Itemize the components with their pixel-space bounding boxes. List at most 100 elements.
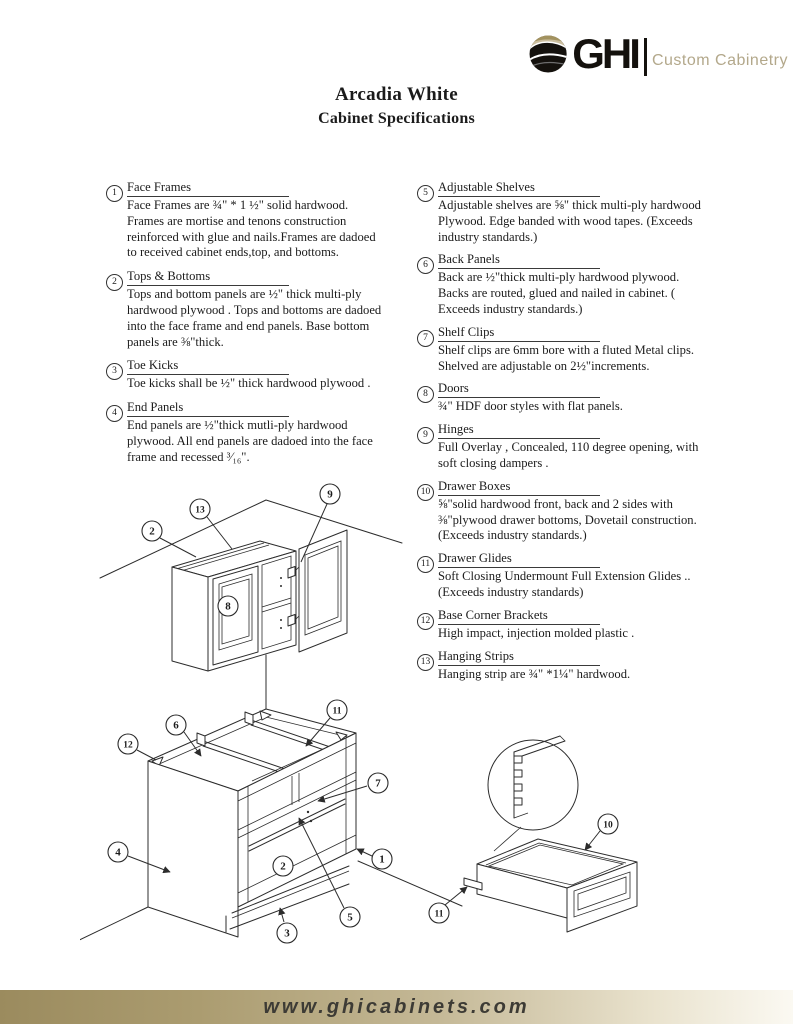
spec-body: Adjustable shelves are ⅝" thick multi-pl… xyxy=(438,198,701,244)
title-block: Arcadia White Cabinet Specifications xyxy=(0,84,793,128)
callout-leader-line xyxy=(298,817,345,909)
callout-number-badge: 10 xyxy=(417,483,434,501)
callout-number: 9 xyxy=(327,489,333,501)
callout-circle xyxy=(117,733,139,755)
callout-leader-line xyxy=(584,830,601,851)
spec-body: ¾" HDF door styles with flat panels. xyxy=(438,399,623,414)
callout-leader-line xyxy=(444,886,468,906)
callout-leader-line xyxy=(305,717,331,747)
callout-number: 11 xyxy=(435,910,444,920)
spec-heading: Drawer Glides xyxy=(438,551,600,569)
callout-leader-line xyxy=(206,516,233,550)
spec-item-end-panels: 4 End Panels End panels are ½"thick mutl… xyxy=(106,398,385,465)
spec-heading: Toe Kicks xyxy=(127,358,289,376)
callout-number-badge: 11 xyxy=(417,556,434,574)
callout-number: 3 xyxy=(284,928,290,940)
company-logo: GHI Custom Cabinetry xyxy=(528,26,788,82)
callout-circle xyxy=(319,483,341,505)
spec-heading: Adjustable Shelves xyxy=(438,180,600,197)
logo-brand-text: GHI xyxy=(572,30,641,77)
spec-item-toe-kicks: 3 Toe Kicks Toe kicks shall be ½" thick … xyxy=(106,356,385,392)
wall-cabinet-callouts: 13 2 9 8 xyxy=(141,483,341,617)
spec-body: Hanging strip are ¾" *1¼" hardwood. xyxy=(438,666,631,681)
callout-leader-line xyxy=(136,749,157,761)
spec-heading: Tops & Bottoms xyxy=(127,269,289,287)
spec-item-shelf-clips: 7 Shelf Clips Shelf clips are 6mm bore w… xyxy=(417,323,706,375)
spec-item-drawer-glides: 11 Drawer Glides Soft Closing Undermount… xyxy=(417,549,706,601)
callout-leader-line xyxy=(159,537,197,558)
callout-number-badge: 8 xyxy=(417,386,434,404)
callout-leader-line xyxy=(127,855,171,874)
spec-heading: Back Panels xyxy=(438,252,600,270)
callout-circle xyxy=(189,498,211,520)
spec-item-hinges: 9 Hinges Full Overlay , Concealed, 110 d… xyxy=(417,420,706,472)
callout-number-badge: 6 xyxy=(417,257,434,275)
callout-number-badge: 2 xyxy=(106,274,123,292)
spec-item-base-corner-brackets: 12 Base Corner Brackets High impact, inj… xyxy=(417,606,706,642)
callout-circle xyxy=(141,520,163,542)
spec-body: Shelf clips are 6mm bore with a fluted M… xyxy=(438,342,695,373)
logo-globe-icon xyxy=(529,35,567,73)
spec-heading: Hanging Strips xyxy=(438,649,600,666)
spec-heading: End Panels xyxy=(127,400,289,418)
spec-heading: Hinges xyxy=(438,422,600,440)
callout-circle xyxy=(165,714,187,736)
callout-number: 4 xyxy=(115,847,121,859)
spec-column-right: 5 Adjustable Shelves Adjustable shelves … xyxy=(417,178,706,687)
callout-circle xyxy=(107,841,129,863)
spec-body: Face Frames are ¾" * 1 ½" solid hardwood… xyxy=(127,198,376,260)
logo-tagline: Custom Cabinetry xyxy=(651,52,788,69)
callout-circle xyxy=(339,906,361,928)
spec-heading: Base Corner Brackets xyxy=(438,608,600,625)
callout-number-badge: 5 xyxy=(417,185,434,202)
wall-corner-lines xyxy=(80,499,463,941)
spec-body: Soft Closing Undermount Full Extension G… xyxy=(438,569,691,599)
callout-number: 8 xyxy=(225,601,231,613)
spec-item-doors: 8 Doors ¾" HDF door styles with flat pan… xyxy=(417,379,706,415)
callout-leader-line xyxy=(317,785,368,803)
spec-heading: Shelf Clips xyxy=(438,325,600,342)
callout-leader-line xyxy=(300,503,328,563)
callout-circle xyxy=(597,813,619,835)
page-title: Arcadia White xyxy=(334,84,458,105)
callout-number: 6 xyxy=(173,720,179,732)
dovetail-joint-detail xyxy=(513,735,566,819)
callout-number: 13 xyxy=(195,506,205,516)
callout-number-badge: 7 xyxy=(417,329,434,347)
callout-number-badge: 9 xyxy=(417,427,434,445)
callout-circle xyxy=(276,922,298,944)
callout-number-badge: 3 xyxy=(106,363,123,381)
callout-leader-line xyxy=(278,907,286,923)
spec-column-left: 1 Face Frames Face Frames are ¾" * 1 ½" … xyxy=(106,178,385,472)
callout-number-badge: 12 xyxy=(417,612,434,630)
spec-body: End panels are ½"thick mutli-ply hardwoo… xyxy=(127,418,373,464)
callout-number: 7 xyxy=(375,778,381,790)
callout-leader-line xyxy=(356,848,373,857)
spec-item-face-frames: 1 Face Frames Face Frames are ¾" * 1 ½" … xyxy=(106,178,385,261)
callout-number: 2 xyxy=(149,526,155,538)
spec-body: High impact, injection molded plastic . xyxy=(438,625,635,640)
spec-item-drawer-boxes: 10 Drawer Boxes ⅝"solid hardwood front, … xyxy=(417,477,706,544)
spec-item-adjustable-shelves: 5 Adjustable Shelves Adjustable shelves … xyxy=(417,178,706,245)
spec-body: Full Overlay , Concealed, 110 degree ope… xyxy=(438,440,699,470)
callout-circle xyxy=(217,595,239,617)
wall-cabinet-drawing xyxy=(171,529,348,672)
spec-item-tops-bottoms: 2 Tops & Bottoms Tops and bottom panels … xyxy=(106,267,385,350)
callout-circle xyxy=(428,902,450,924)
drawer-box-drawing xyxy=(463,735,638,933)
callout-number: 2 xyxy=(280,861,286,873)
footer-bar: www.ghicabinets.com xyxy=(0,990,793,1024)
logo-divider xyxy=(643,38,647,76)
callout-leader-line xyxy=(183,731,202,757)
spec-item-back-panels: 6 Back Panels Back are ½"thick multi-ply… xyxy=(417,250,706,317)
website-url: www.ghicabinets.com xyxy=(263,995,530,1018)
callout-circle xyxy=(367,772,389,794)
callout-number: 1 xyxy=(379,854,385,866)
callout-number-badge: 4 xyxy=(106,405,123,423)
spec-heading: Doors xyxy=(438,381,600,399)
callout-number: 12 xyxy=(123,741,133,751)
callout-circle xyxy=(326,699,348,721)
